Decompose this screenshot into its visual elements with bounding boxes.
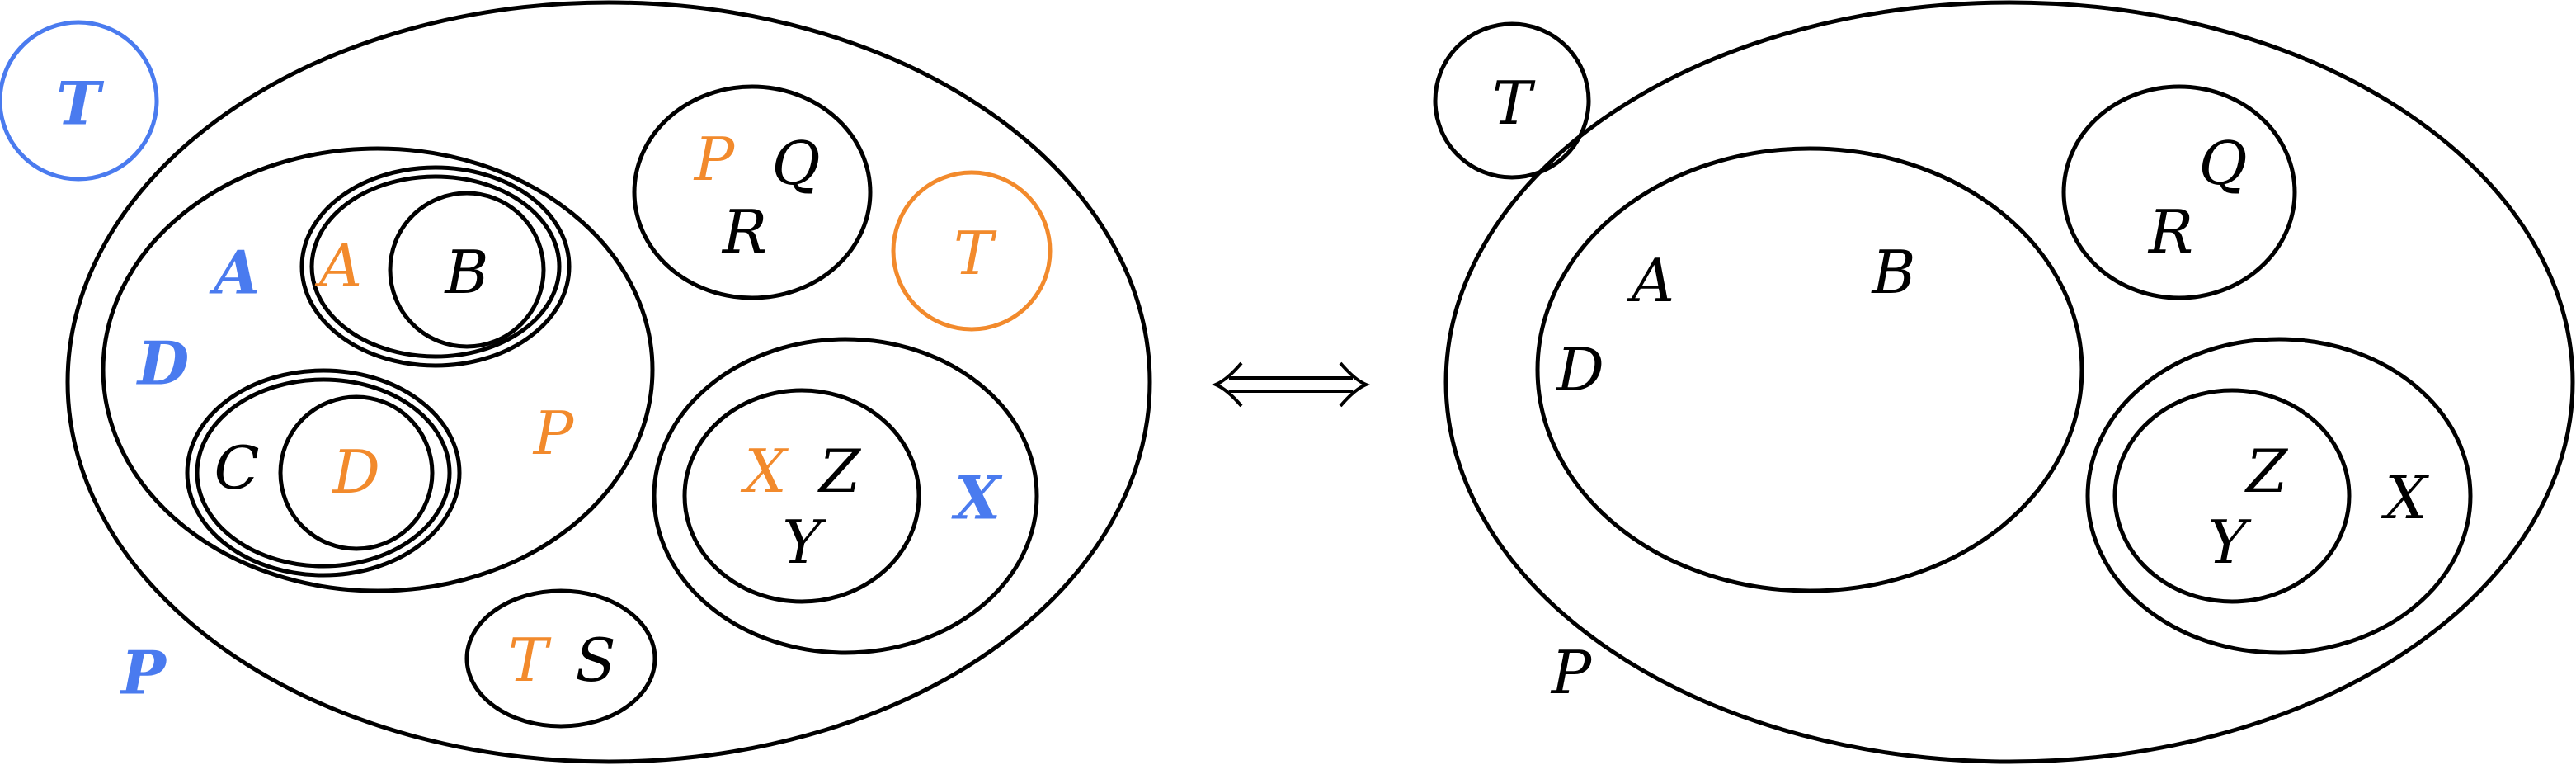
label-d-orange: D	[331, 437, 380, 507]
right-label-z: Z	[2244, 437, 2289, 506]
right-region-x	[2085, 337, 2473, 655]
label-t-orange-bottom: T	[508, 626, 552, 695]
label-x-blue: X	[951, 463, 1003, 533]
label-b: B	[444, 238, 489, 307]
right-label-q: Q	[2198, 129, 2247, 198]
label-p-orange-mid: P	[532, 399, 575, 468]
left-region-a-outer	[299, 165, 572, 368]
left-region-t-blue	[0, 20, 159, 182]
right-label-p: P	[1550, 638, 1593, 707]
right-label-a: A	[1627, 246, 1674, 315]
left-region-c-outer	[185, 368, 462, 578]
right-region-qr	[2061, 84, 2297, 300]
label-a-orange: A	[314, 231, 362, 300]
left-region-xyz	[682, 388, 921, 604]
left-region-d	[101, 146, 655, 593]
right-region-t	[1433, 21, 1591, 180]
label-a-blue: A	[209, 238, 260, 308]
label-c: C	[214, 433, 259, 503]
left-region-x	[652, 337, 1039, 655]
label-t-blue: T	[56, 68, 104, 139]
right-diagram: T A B D P Q R Z Y X	[1433, 0, 2575, 764]
left-region-ts	[464, 588, 657, 729]
left-region-p	[65, 0, 1152, 764]
left-region-t-orange	[891, 170, 1053, 332]
label-p-blue: P	[120, 638, 167, 708]
label-y: Y	[782, 508, 826, 577]
right-label-y: Y	[2207, 508, 2252, 577]
right-label-r: R	[2147, 197, 2193, 267]
label-q: Q	[771, 129, 820, 198]
label-d-blue: D	[136, 328, 189, 399]
left-region-a-inner	[309, 174, 562, 359]
label-z: Z	[817, 437, 862, 506]
right-region-yz	[2112, 388, 2352, 604]
right-region-p	[1443, 0, 2575, 764]
right-label-b: B	[1871, 238, 1916, 307]
left-region-pqr	[632, 84, 873, 300]
label-s: S	[575, 626, 615, 695]
right-label-x: X	[2381, 463, 2429, 532]
label-t-orange: T	[954, 219, 997, 288]
label-x-orange: X	[740, 437, 789, 506]
right-label-t: T	[1492, 68, 1536, 138]
left-region-c-inner	[195, 377, 452, 569]
equivalence-arrow-left-head	[1211, 361, 1243, 408]
right-label-d: D	[1555, 335, 1604, 404]
equivalence-arrow-right-head	[1339, 361, 1371, 408]
left-region-d-inner	[278, 394, 435, 551]
left-region-b	[388, 191, 546, 349]
equivalence-arrow: ⟺	[1211, 361, 1371, 408]
label-p-orange-top: P	[693, 125, 736, 194]
left-diagram: T A D P X A B C D P P Q R T X Z Y T S	[0, 0, 1152, 764]
right-region-abd	[1535, 146, 2084, 593]
label-r: R	[721, 197, 767, 267]
